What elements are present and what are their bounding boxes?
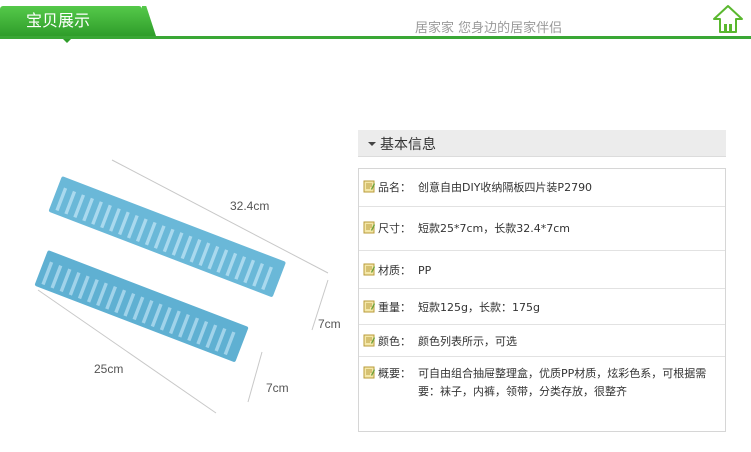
tab-notch <box>60 36 74 43</box>
divider-slot <box>153 225 166 249</box>
tab-label: 宝贝展示 <box>26 11 91 30</box>
divider-slot <box>171 232 184 256</box>
divider-slot <box>114 289 127 314</box>
divider-slot <box>100 204 112 229</box>
divider-slot <box>198 242 211 267</box>
divider-slot <box>64 190 77 215</box>
divider-slot <box>96 282 108 307</box>
divider-slot <box>41 261 54 286</box>
divider-slot <box>77 275 90 300</box>
divider-slot <box>196 320 209 345</box>
shop-slogan: 居家家 您身边的居家伴侣 <box>415 21 563 36</box>
header-banner: 宝贝展示 居家家 您身边的居家伴侣 <box>0 0 751 48</box>
divider-slot <box>73 194 86 218</box>
note-icon <box>363 180 375 193</box>
divider-slot <box>91 201 103 225</box>
divider-slot <box>68 271 81 296</box>
info-row-summary: 概要： 可自由组合抽屉整理盒，优质PP材质，炫彩色系，可根据需要：袜子，内裤，领… <box>359 357 725 431</box>
divider-slot <box>216 249 229 273</box>
divider-slot <box>180 235 193 260</box>
divider-slot <box>126 214 139 239</box>
info-label: 重量： <box>378 301 411 314</box>
divider-slot <box>223 331 236 356</box>
divider-slot <box>132 296 145 321</box>
info-row-material: 材质： PP <box>359 251 725 289</box>
divider-slot <box>144 221 157 246</box>
info-value: 创意自由DIY收纳隔板四片装P2790 <box>418 181 593 194</box>
divider-slot <box>118 211 130 236</box>
divider-slot <box>207 245 220 270</box>
info-value: PP <box>418 264 432 277</box>
divider-slot <box>105 285 118 310</box>
width-bottom-label: 7cm <box>266 381 289 395</box>
divider-slot <box>141 299 154 324</box>
divider-slot <box>169 310 181 335</box>
measure-line-long <box>111 159 329 274</box>
divider-slot <box>252 263 264 287</box>
measure-line-short <box>37 289 217 414</box>
divider-slot <box>189 239 202 263</box>
info-value: 颜色列表所示，可选 <box>418 335 517 348</box>
divider-slot <box>59 268 72 293</box>
divider-slot <box>234 256 247 280</box>
tab-product-display[interactable]: 宝贝展示 <box>0 6 142 36</box>
divider-slot <box>205 324 218 349</box>
info-row-name: 品名： 创意自由DIY收纳隔板四片装P2790 <box>359 169 725 207</box>
home-arrow-icon[interactable] <box>712 4 744 36</box>
measure-line-width-bottom <box>247 351 263 403</box>
divider-slot <box>162 228 175 253</box>
basic-info-table: 品名： 创意自由DIY收纳隔板四片装P2790 尺寸： 短款25*7cm，长款3… <box>358 168 726 432</box>
tab-edge <box>142 6 156 36</box>
info-value: 短款125g，长款：175g <box>418 301 540 314</box>
dimension-long-label: 32.4cm <box>230 199 269 213</box>
basic-info-header[interactable]: 基本信息 <box>358 130 726 157</box>
long-divider-board <box>48 176 286 297</box>
info-row-weight: 重量： 短款125g，长款：175g <box>359 289 725 325</box>
product-illustration: 32.4cm 25cm 7cm 7cm <box>34 159 341 414</box>
info-row-color: 颜色： 颜色列表所示，可选 <box>359 325 725 357</box>
divider-slot <box>225 252 238 277</box>
divider-slot <box>55 187 68 212</box>
dimension-short-label: 25cm <box>94 362 123 376</box>
divider-slot <box>123 292 136 317</box>
measure-line-width-top <box>311 279 329 331</box>
width-top-label: 7cm <box>318 317 341 331</box>
note-icon <box>363 334 375 347</box>
divider-slot <box>187 317 200 342</box>
divider-slot <box>86 278 99 303</box>
divider-slot <box>159 306 172 331</box>
header-divider <box>0 36 751 39</box>
divider-slot <box>178 313 190 338</box>
divider-slot <box>214 327 227 352</box>
short-divider-board <box>34 250 249 362</box>
info-label: 尺寸： <box>378 222 411 235</box>
note-icon <box>363 300 375 313</box>
info-value: 短款25*7cm，长款32.4*7cm <box>418 222 571 235</box>
basic-info-title: 基本信息 <box>380 137 436 153</box>
info-row-size: 尺寸： 短款25*7cm，长款32.4*7cm <box>359 207 725 251</box>
divider-slot <box>135 218 148 243</box>
divider-slot <box>109 208 121 232</box>
divider-slot <box>150 303 163 328</box>
divider-slot <box>82 197 94 222</box>
info-label: 品名： <box>378 181 411 194</box>
divider-slot <box>243 259 256 284</box>
divider-slot <box>261 266 273 291</box>
info-label: 概要： <box>378 367 411 380</box>
info-value: 可自由组合抽屉整理盒，优质PP材质，炫彩色系，可根据需要：袜子，内裤，领带，分类… <box>418 367 707 398</box>
divider-slot <box>50 264 63 289</box>
info-label: 颜色： <box>378 335 411 348</box>
note-icon <box>363 366 375 379</box>
info-label: 材质： <box>378 264 411 277</box>
note-icon <box>363 221 375 234</box>
note-icon <box>363 263 375 276</box>
caret-down-icon <box>368 142 376 146</box>
